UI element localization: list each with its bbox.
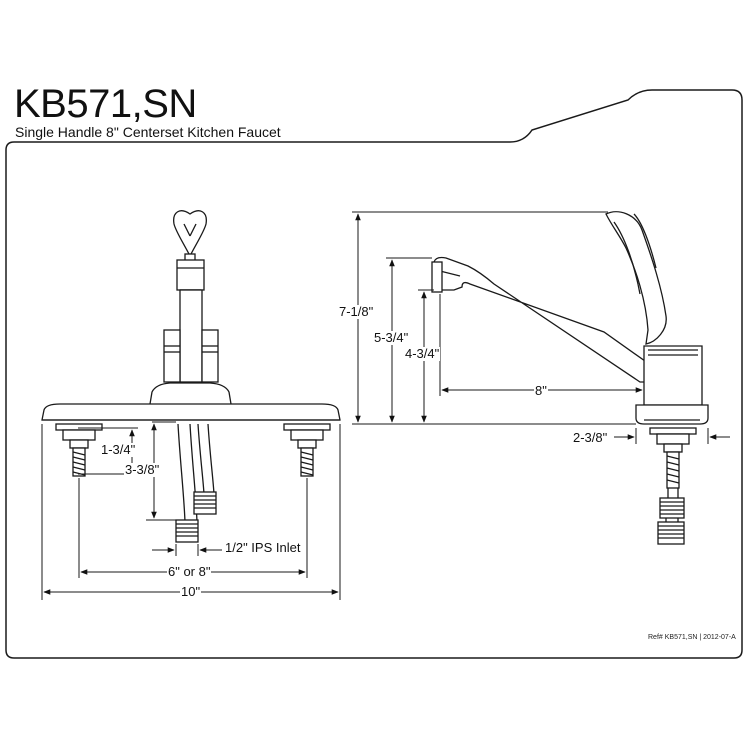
dim-spout-reach: 8" [534, 383, 548, 398]
dim-spout-height: 5-3/4" [373, 330, 410, 345]
front-view [41, 210, 341, 543]
product-description: Single Handle 8" Centerset Kitchen Fauce… [15, 124, 281, 140]
dim-base-diameter: 2-3/8" [572, 430, 609, 445]
dim-spout-clearance: 4-3/4" [404, 346, 441, 361]
dim-centers: 6" or 8" [167, 564, 212, 579]
dim-shank-height: 1-3/4" [100, 442, 137, 457]
dim-supply-length: 3-3/8" [124, 462, 161, 477]
model-title: KB571,SN [14, 82, 197, 126]
reference-number: Ref# KB571,SN | 2012-07-A [648, 634, 736, 641]
dim-inlet: 1/2" IPS Inlet [224, 540, 302, 555]
drawing-frame [5, 89, 743, 659]
dim-overall-height: 7-1/8" [338, 304, 375, 319]
dim-plate-length: 10" [180, 584, 202, 599]
side-view [431, 211, 709, 545]
